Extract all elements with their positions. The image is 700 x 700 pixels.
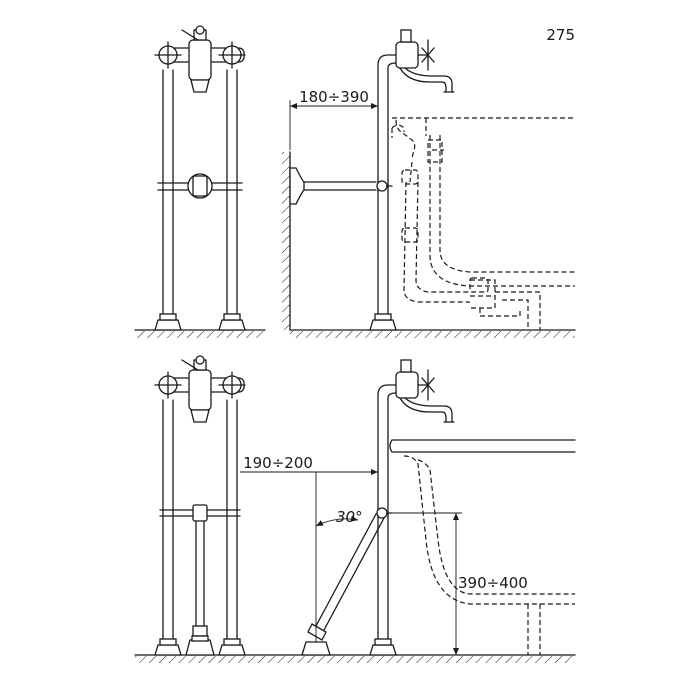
dimension-label-angle: 30° xyxy=(336,508,363,526)
top-side-bracket xyxy=(289,167,393,205)
bottom-front-mixer xyxy=(154,355,246,423)
bottom-bathtub xyxy=(389,439,576,655)
bottom-front-pillar-left xyxy=(154,399,182,656)
top-dimension-distance: 180÷390 xyxy=(289,88,379,150)
top-floor xyxy=(134,329,576,338)
dimension-label-horizontal: 190÷200 xyxy=(243,454,313,472)
top-front-mixer xyxy=(154,25,246,93)
bottom-dimension-angle: 30° xyxy=(315,508,363,527)
bottom-side-riser xyxy=(369,384,397,656)
top-waste-overflow xyxy=(395,119,541,330)
page-number: 275 xyxy=(546,26,575,44)
top-front-pillar-right xyxy=(218,69,246,331)
bottom-floor xyxy=(134,654,576,663)
top-wall xyxy=(282,151,291,331)
top-installation-view: 180÷390 xyxy=(134,25,576,338)
bottom-angled-support xyxy=(301,507,393,656)
bottom-front-pillar-right xyxy=(218,399,246,656)
dimension-label-top: 180÷390 xyxy=(299,88,369,106)
bottom-dimension-height: 390÷400 xyxy=(392,512,528,655)
bottom-dimension-horizontal: 190÷200 xyxy=(240,454,379,642)
top-front-pillar-left xyxy=(154,69,182,331)
top-front-bracket xyxy=(157,173,243,199)
dimension-label-height: 390÷400 xyxy=(458,574,528,592)
top-side-mixer xyxy=(395,29,455,93)
bottom-front-support xyxy=(159,504,241,656)
bottom-side-mixer xyxy=(395,359,455,423)
top-side-riser xyxy=(369,54,397,331)
bottom-installation-view: 190÷200 30° 390÷400 xyxy=(134,355,576,663)
top-bathtub xyxy=(391,117,575,287)
